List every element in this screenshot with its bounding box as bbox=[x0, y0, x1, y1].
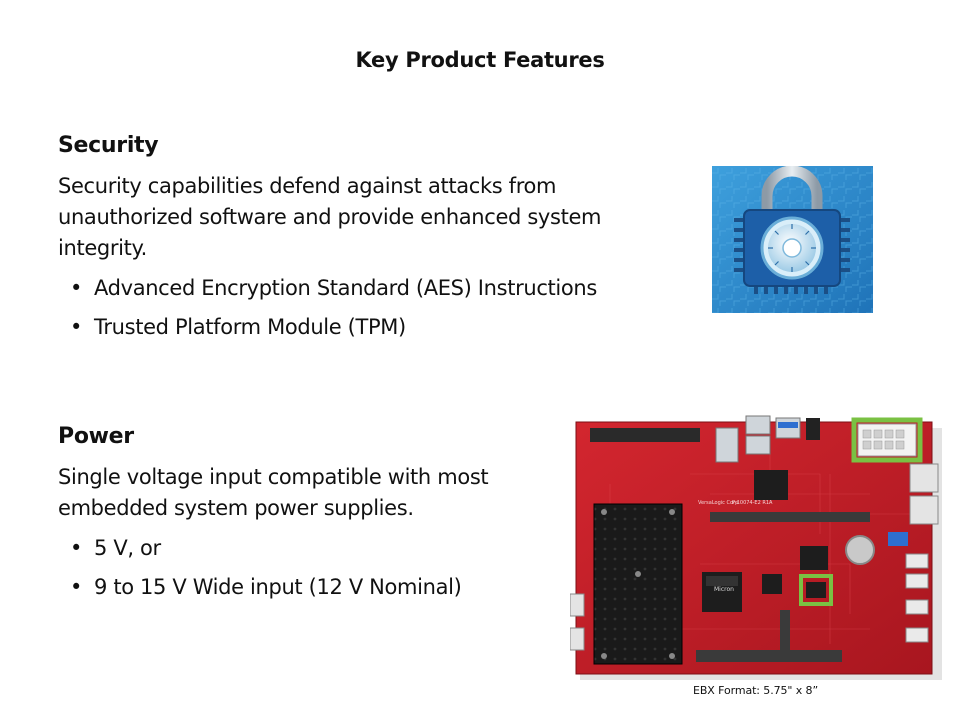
bullet-aes: Advanced Encryption Standard (AES) Instr… bbox=[70, 273, 597, 312]
silkscreen-part: P-10074-E2 R1A bbox=[732, 500, 773, 506]
security-description-line: integrity. bbox=[58, 236, 147, 260]
security-lock-image bbox=[712, 166, 873, 313]
power-description-line: embedded system power supplies. bbox=[58, 496, 414, 520]
security-description-line: Security capabilities defend against att… bbox=[58, 174, 557, 198]
bullet-tpm: Trusted Platform Module (TPM) bbox=[70, 312, 597, 351]
silkscreen-chip: Micron bbox=[714, 586, 734, 593]
power-heading: Power bbox=[58, 424, 134, 449]
security-description-line: unauthorized software and provide enhanc… bbox=[58, 205, 602, 229]
slide-title: Key Product Features bbox=[355, 48, 605, 72]
power-bullet-list: 5 V, or 9 to 15 V Wide input (12 V Nomin… bbox=[70, 533, 462, 611]
security-bullet-list: Advanced Encryption Standard (AES) Instr… bbox=[70, 273, 597, 351]
bullet-wide-input: 9 to 15 V Wide input (12 V Nominal) bbox=[70, 572, 462, 611]
power-description: Single voltage input compatible with mos… bbox=[58, 462, 489, 524]
security-heading: Security bbox=[58, 133, 159, 158]
ebx-board-image: VersaLogic Corp P-10074-E2 R1A Micron bbox=[570, 415, 942, 680]
silkscreen-vendor: VersaLogic Corp bbox=[698, 500, 738, 506]
security-description: Security capabilities defend against att… bbox=[58, 171, 602, 264]
board-format-caption: EBX Format: 5.75" x 8” bbox=[693, 684, 819, 697]
bullet-5v: 5 V, or bbox=[70, 533, 461, 572]
combination-dial-icon bbox=[760, 216, 824, 280]
power-description-line: Single voltage input compatible with mos… bbox=[58, 465, 489, 489]
